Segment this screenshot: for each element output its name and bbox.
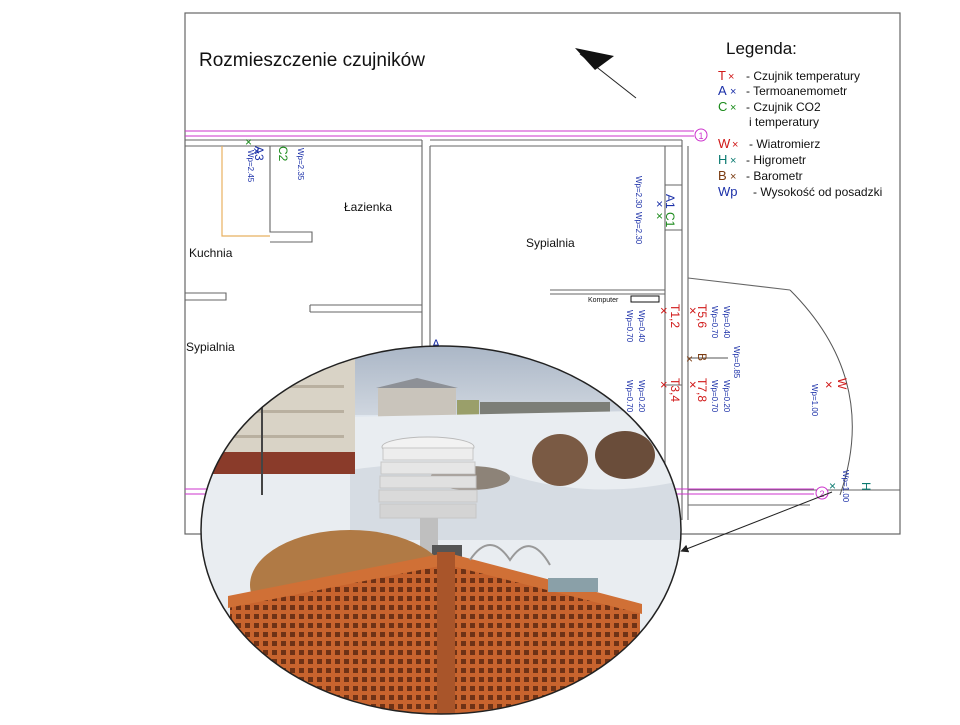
sensor-cross-icon: × bbox=[732, 139, 738, 151]
computer-icon bbox=[630, 295, 660, 303]
sensor-c1-height: Wp=2.30 bbox=[634, 212, 643, 245]
sensor-t12-label: T1,2 bbox=[668, 304, 682, 328]
room-label-bedroom-left: Sypialnia bbox=[186, 340, 235, 354]
sensor-a3-height: Wp=2.45 bbox=[246, 150, 255, 183]
sensor-t56-label: T5,6 bbox=[695, 304, 709, 328]
walls bbox=[185, 139, 900, 520]
sensor-cross-icon: × bbox=[730, 102, 736, 114]
axis-marker-1-label: 1 bbox=[698, 131, 703, 141]
legend-text: - Higrometr bbox=[746, 153, 806, 167]
sensor-a-partial-label: A bbox=[432, 337, 440, 351]
sensor-t34-height-a: Wp=0.20 bbox=[637, 380, 646, 413]
sensor-t34-height-b: Wp=0.70 bbox=[625, 380, 634, 413]
duct-line bbox=[221, 146, 270, 237]
sensor-cross-icon: × bbox=[829, 479, 836, 493]
legend-item-height: Wp - Wysokość od posadzki bbox=[718, 184, 882, 199]
room-label-kitchen: Kuchnia bbox=[189, 246, 233, 260]
sensor-h-height: Wp=1.00 bbox=[841, 470, 850, 503]
sensor-a1-height: Wp=2.30 bbox=[634, 176, 643, 209]
sensor-t56-height-a: Wp=0.40 bbox=[722, 306, 731, 339]
sensor-a1-label: A1 bbox=[663, 194, 677, 209]
sensor-cross-icon: × bbox=[728, 71, 734, 83]
legend-symbol: W bbox=[718, 136, 731, 151]
room-label-bathroom: Łazienka bbox=[344, 200, 392, 214]
legend-text: - Barometr bbox=[746, 169, 803, 183]
sensor-cross-icon: × bbox=[253, 144, 260, 158]
sensor-t56-height-b: Wp=0.70 bbox=[710, 306, 719, 339]
radiation-shield-icon bbox=[378, 436, 478, 570]
sensor-cross-icon: × bbox=[656, 209, 663, 223]
photo-pointer-arrow bbox=[680, 491, 833, 553]
sensor-t78-label: T7,8 bbox=[695, 378, 709, 402]
sensor-t78-height-b: Wp=0.70 bbox=[710, 380, 719, 413]
legend-symbol: H bbox=[718, 152, 727, 167]
sensor-cross-icon: × bbox=[689, 303, 697, 318]
sensor-t34-label: T3,4 bbox=[668, 378, 682, 402]
north-arrow-icon bbox=[575, 48, 637, 99]
legend-text: - Czujnik temperatury bbox=[746, 69, 860, 83]
sensor-c1-label: C1 bbox=[663, 212, 677, 228]
sensor-cross-icon: × bbox=[686, 352, 693, 366]
legend-item-wind: W × - Wiatromierz bbox=[718, 136, 820, 151]
sensor-cross-icon: × bbox=[825, 377, 833, 392]
legend-text: - Termoanemometr bbox=[746, 84, 847, 98]
legend-item-anemometer: A × - Termoanemometr bbox=[718, 83, 847, 98]
legend-text: - Czujnik CO2 bbox=[746, 100, 821, 114]
axis-marker-2-label: 2 bbox=[819, 489, 824, 499]
legend-text: - Wiatromierz bbox=[749, 137, 820, 151]
legend-symbol: T bbox=[718, 68, 726, 83]
sensor-cross-icon: × bbox=[656, 197, 663, 211]
photo-frame bbox=[200, 345, 682, 715]
sensor-t12-height-a: Wp=0.40 bbox=[637, 310, 646, 343]
sensor-cross-icon: × bbox=[689, 377, 697, 392]
sensor-cross-icon: × bbox=[730, 155, 736, 167]
sensor-t12-height-b: Wp=0.70 bbox=[625, 310, 634, 343]
sensor-cross-icon: × bbox=[660, 377, 668, 392]
legend-item-co2: C × - Czujnik CO2 i temperatury bbox=[718, 99, 821, 129]
sensor-w-label: W bbox=[835, 378, 849, 390]
sensor-cross-icon: × bbox=[245, 135, 252, 149]
sensor-b-height: Wp=0.85 bbox=[732, 346, 741, 379]
legend-symbol: A bbox=[718, 83, 727, 98]
sensor-a3-label: A3 bbox=[252, 146, 266, 161]
sensor-c2-height: Wp=2.35 bbox=[296, 148, 305, 181]
legend-text: - Wysokość od posadzki bbox=[753, 185, 882, 199]
sensor-w-height: Wp=1.00 bbox=[810, 384, 819, 417]
legend-symbol: Wp bbox=[718, 184, 738, 199]
legend-text: i temperatury bbox=[749, 115, 819, 129]
legend-symbol: C bbox=[718, 99, 727, 114]
sensor-cross-icon: × bbox=[660, 303, 668, 318]
sensor-b-label: B bbox=[695, 353, 709, 361]
legend-symbol: B bbox=[718, 168, 727, 183]
legend-heading: Legenda: bbox=[726, 39, 797, 58]
legend-item-hygrometer: H × - Higrometr bbox=[718, 152, 806, 167]
axis-marker-2 bbox=[815, 486, 829, 500]
sensor-h-label: H bbox=[859, 482, 873, 491]
room-label-bedroom-right: Sypialnia bbox=[526, 236, 575, 250]
sensor-cross-icon: × bbox=[730, 171, 736, 183]
sensor-t78-height-a: Wp=0.20 bbox=[722, 380, 731, 413]
sensor-cross-icon: × bbox=[730, 86, 736, 98]
diagram-title: Rozmieszczenie czujników bbox=[199, 50, 425, 71]
computer-label: Komputer bbox=[588, 297, 619, 304]
legend: Legenda: T × - Czujnik temperatury A × -… bbox=[718, 39, 882, 199]
axis-marker-1 bbox=[694, 128, 708, 142]
legend-item-barometer: B × - Barometr bbox=[718, 168, 803, 183]
sensor-c2-label: C2 bbox=[276, 146, 290, 162]
balcony-arc bbox=[789, 289, 853, 496]
legend-item-temperature: T × - Czujnik temperatury bbox=[718, 68, 860, 83]
